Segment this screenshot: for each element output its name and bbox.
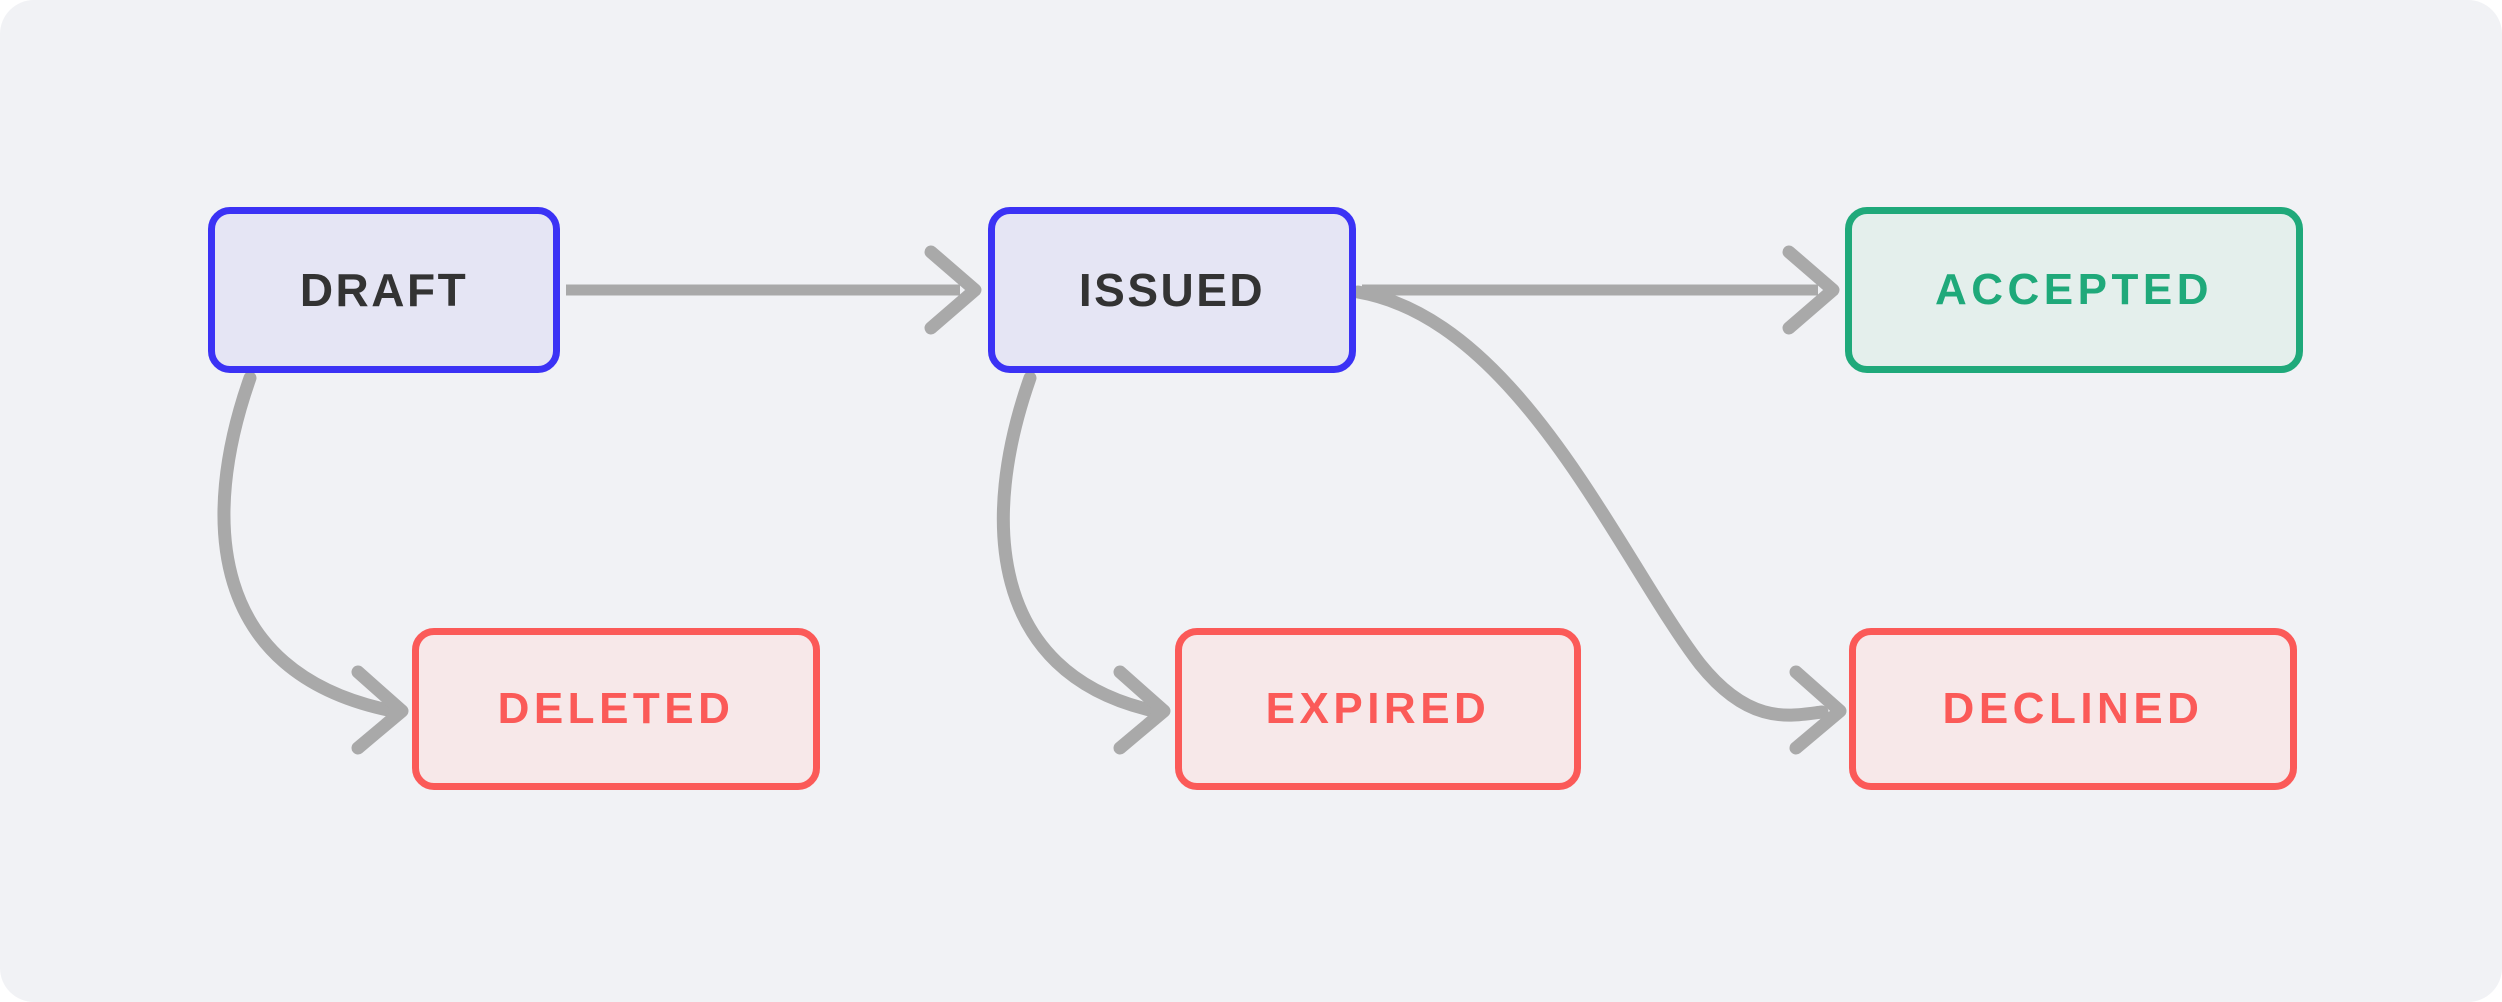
node-deleted-label: DELETED: [497, 684, 735, 733]
node-draft[interactable]: DRAFT: [208, 207, 560, 373]
node-accepted-label: ACCEPTED: [1934, 265, 2214, 314]
node-accepted[interactable]: ACCEPTED: [1845, 207, 2303, 373]
edge-draft-to-deleted: [217, 371, 409, 755]
edge-issued-to-accepted: [1362, 245, 1840, 335]
edge-issued-to-expired: [996, 371, 1171, 755]
node-issued-label: ISSUED: [1078, 264, 1266, 316]
node-expired[interactable]: EXPIRED: [1175, 628, 1581, 790]
node-expired-label: EXPIRED: [1265, 684, 1491, 733]
node-issued[interactable]: ISSUED: [988, 207, 1356, 373]
node-declined-label: DECLINED: [1942, 684, 2204, 733]
node-deleted[interactable]: DELETED: [412, 628, 820, 790]
node-declined[interactable]: DECLINED: [1849, 628, 2297, 790]
edge-draft-to-issued: [566, 245, 982, 335]
node-draft-label: DRAFT: [299, 264, 469, 316]
